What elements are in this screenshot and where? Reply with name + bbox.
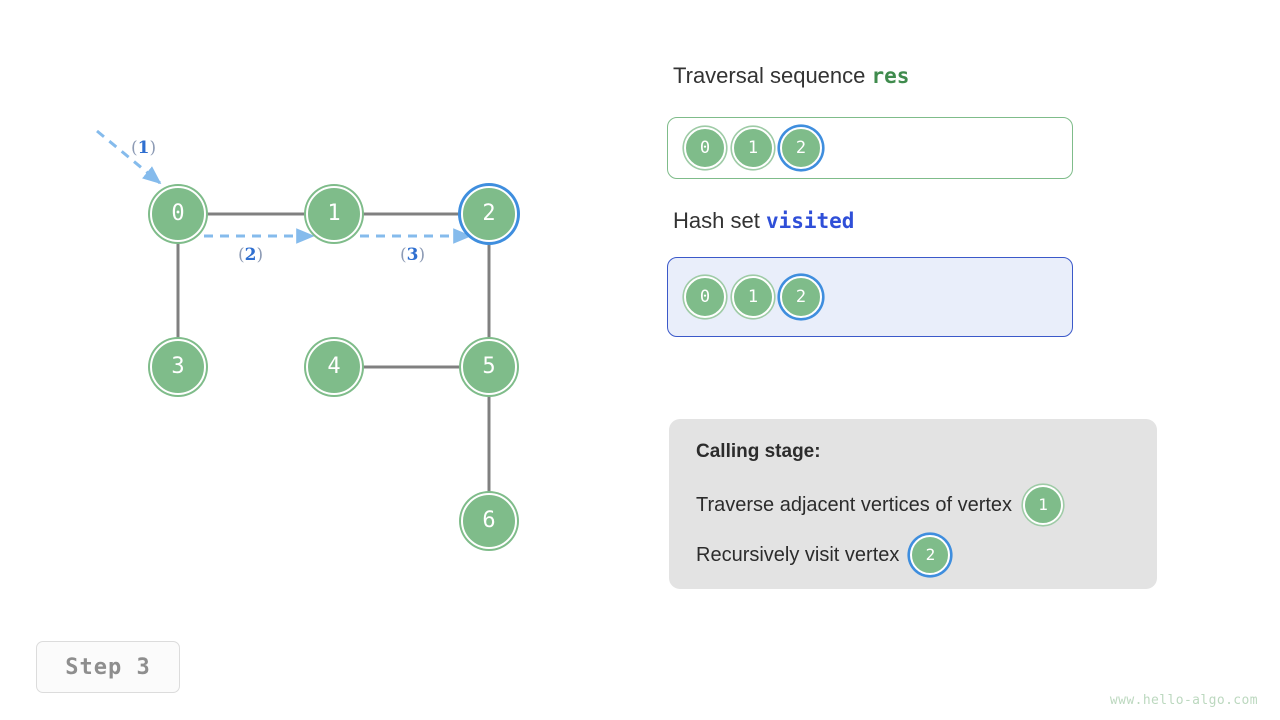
graph-node-4-label: 4 (327, 354, 341, 379)
calling-stage-heading: Calling stage: (696, 441, 821, 462)
graph-node-1-label: 1 (327, 201, 341, 226)
calling-stage-line-2-chip[interactable]: 2 (910, 535, 951, 575)
graph-node-3-label: 3 (171, 354, 185, 379)
res-chip-0[interactable]: 0 (684, 127, 726, 169)
calling-stage-line-1-chip-label: 1 (1038, 495, 1048, 514)
visited-container: 0 1 2 (667, 257, 1073, 337)
paren-close: ) (418, 245, 426, 265)
visited-chip-0[interactable]: 0 (684, 276, 726, 318)
traversal-step-label-3: (3) (400, 245, 425, 265)
res-chip-1[interactable]: 1 (732, 127, 774, 169)
graph-node-1[interactable]: 1 (306, 186, 362, 242)
res-container: 0 1 2 (667, 117, 1073, 179)
res-title-text: Traversal sequence (673, 63, 872, 88)
paren-close: ) (256, 245, 264, 265)
calling-stage-line-2: Recursively visit vertex 2 (696, 535, 1131, 575)
visited-title-text: Hash set (673, 208, 766, 233)
traversal-arrow-1 (96, 129, 162, 185)
step-badge: Step 3 (36, 641, 180, 693)
graph-node-6-label: 6 (482, 508, 496, 533)
calling-stage-line-1: Traverse adjacent vertices of vertex 1 (696, 485, 1131, 525)
visited-chip-0-label: 0 (699, 286, 711, 307)
graph-node-0[interactable]: 0 (150, 186, 206, 242)
traversal-step-label-1: (1) (131, 138, 156, 158)
graph-panel: 0 1 2 3 4 5 6 (1) (2) (3) (96, 129, 517, 549)
visited-chip-1-label: 1 (747, 286, 759, 307)
graph-node-5[interactable]: 5 (461, 339, 517, 395)
graph-node-4[interactable]: 4 (306, 339, 362, 395)
right-panel: Traversal sequence res 0 1 2 Hash set vi… (660, 0, 1280, 720)
graph-node-5-label: 5 (482, 354, 496, 379)
paren-open: ( (131, 138, 138, 158)
visited-section-title: Hash set visited (673, 208, 854, 234)
paren-open: ( (400, 245, 407, 265)
res-title-code: res (871, 64, 910, 88)
visited-chip-2-label: 2 (795, 286, 807, 307)
graph-node-2[interactable]: 2 (461, 186, 517, 242)
graph-node-0-label: 0 (171, 201, 185, 226)
res-chip-2-label: 2 (795, 137, 807, 158)
visited-chip-2[interactable]: 2 (780, 276, 822, 318)
watermark: www.hello-algo.com (1110, 693, 1258, 708)
visited-chip-1[interactable]: 1 (732, 276, 774, 318)
graph-edge-group (176, 212, 491, 493)
res-chip-0-label: 0 (699, 137, 711, 158)
step-number: 3 (406, 245, 419, 265)
visited-title-code: visited (765, 209, 855, 233)
graph-node-3[interactable]: 3 (150, 339, 206, 395)
res-chip-1-label: 1 (747, 137, 759, 158)
calling-stage-line-2-text: Recursively visit vertex (696, 543, 900, 566)
step-number: 2 (244, 245, 257, 265)
watermark-text: www.hello-algo.com (1109, 693, 1258, 708)
traversal-step-label-2: (2) (238, 245, 263, 265)
paren-open: ( (238, 245, 245, 265)
traversal-arrow-group (96, 129, 472, 244)
graph-node-2-label: 2 (482, 201, 496, 226)
step-badge-label: Step 3 (65, 654, 151, 680)
res-chip-2[interactable]: 2 (780, 127, 822, 169)
calling-stage-line-2-chip-label: 2 (925, 545, 936, 564)
graph-edges-svg (96, 129, 491, 493)
calling-stage-card: Calling stage: Traverse adjacent vertice… (669, 419, 1157, 589)
step-number: 1 (137, 138, 150, 158)
calling-stage-line-1-text: Traverse adjacent vertices of vertex (696, 493, 1013, 516)
paren-close: ) (149, 138, 157, 158)
calling-stage-line-1-chip[interactable]: 1 (1023, 485, 1064, 525)
res-section-title: Traversal sequence res (673, 63, 909, 89)
graph-node-6[interactable]: 6 (461, 493, 517, 549)
